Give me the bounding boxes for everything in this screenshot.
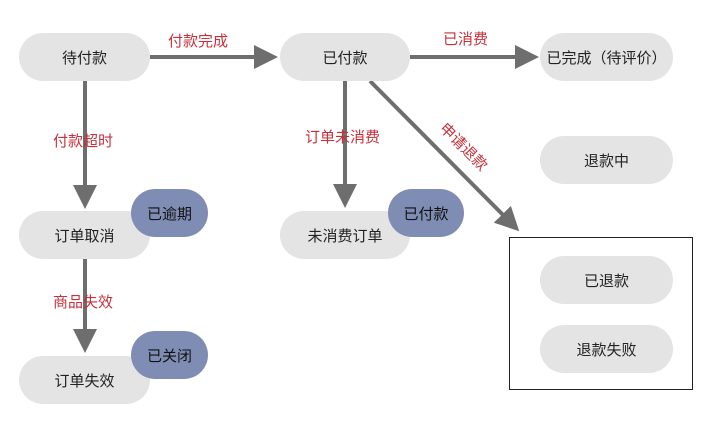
node-refund-failed: 退款失败 — [540, 325, 673, 373]
node-paid: 已付款 — [280, 33, 410, 81]
label-payment-complete: 付款完成 — [168, 32, 229, 50]
label-product-invalid: 商品失效 — [53, 293, 114, 311]
node-refunding: 退款中 — [540, 136, 673, 184]
node-completed: 已完成（待评价） — [540, 33, 673, 81]
badge-overdue: 已逾期 — [131, 189, 208, 237]
arrow-paid-to-refund-box — [368, 79, 520, 232]
label-payment-timeout: 付款超时 — [53, 132, 114, 150]
node-pending-payment: 待付款 — [19, 33, 150, 81]
label-consumed: 已消费 — [443, 30, 489, 48]
badge-paid: 已付款 — [388, 189, 464, 237]
node-order-cancelled: 订单取消 — [19, 211, 150, 259]
node-order-invalid: 订单失效 — [19, 356, 150, 404]
label-order-unconsumed: 订单未消费 — [305, 128, 381, 146]
refund-result-box — [509, 237, 693, 390]
badge-closed: 已关闭 — [131, 331, 208, 379]
node-refunded: 已退款 — [540, 256, 673, 304]
